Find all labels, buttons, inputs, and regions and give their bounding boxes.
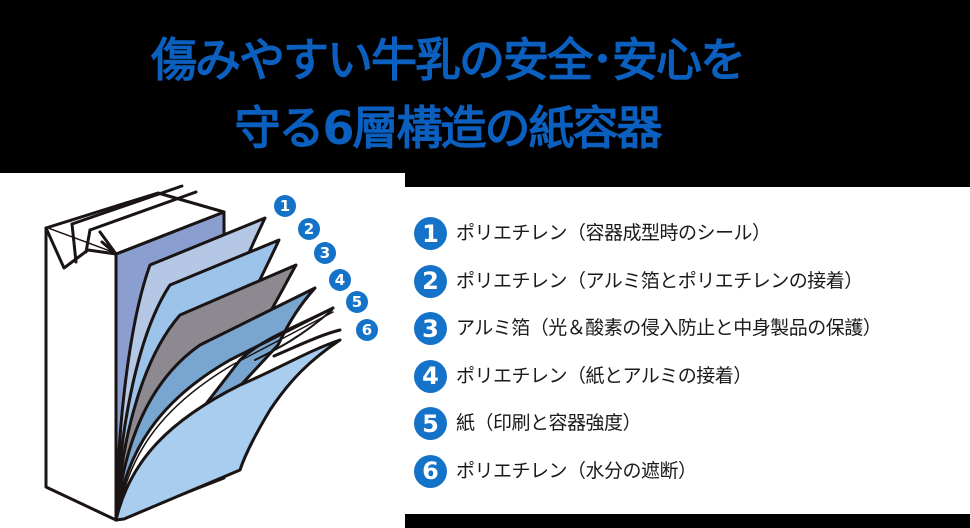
- legend-text-4: ポリエチレン（紙とアルミの接着）: [456, 364, 752, 387]
- carton-front-face: [44, 226, 118, 522]
- legend-text-2: ポリエチレン（アルミ箔とポリエチレンの接着）: [456, 269, 863, 292]
- layer-marker-6: 6: [356, 319, 378, 341]
- carton-top: [44, 191, 226, 256]
- layer-5-paper: [114, 306, 335, 522]
- legend-panel: [405, 187, 970, 514]
- legend-item-2: 2 ポリエチレン（アルミ箔とポリエチレンの接着）: [414, 264, 881, 313]
- legend-item-3: 3 アルミ箔（光＆酸素の侵入防止と中身製品の保護）: [414, 312, 882, 360]
- carton-layers-illustration: [44, 184, 342, 522]
- legend-item-4: 4 ポリエチレン（紙とアルミの接着）: [414, 359, 881, 408]
- layer-6: [114, 338, 342, 522]
- legend-text-6: ポリエチレン（水分の遮断）: [456, 459, 697, 482]
- title-line-2: 守る6層構造の紙容器: [234, 101, 662, 155]
- layer-legend: 1 ポリエチレン（容器成型時のシール） 2 ポリエチレン（アルミ箔とポリエチレン…: [414, 217, 882, 503]
- layer-marker-1: 1: [274, 195, 296, 217]
- layer-marker-3: 3: [314, 242, 336, 264]
- layer-marker-4: 4: [329, 269, 351, 291]
- legend-text-5: 紙（印刷と容器強度）: [456, 412, 642, 435]
- layer-marker-5: 5: [346, 291, 368, 313]
- number-badge-5: 5: [414, 407, 447, 441]
- number-badge-4: 4: [414, 359, 447, 393]
- legend-text-1: ポリエチレン（容器成型時のシール）: [456, 222, 771, 244]
- legend-item-1: 1 ポリエチレン（容器成型時のシール）: [414, 217, 881, 265]
- legend-text-3: アルミ箔（光＆酸素の侵入防止と中身製品の保護）: [456, 317, 882, 340]
- layer-marker-2: 2: [298, 218, 320, 240]
- legend-item-6: 6 ポリエチレン（水分の遮断）: [414, 454, 881, 503]
- number-badge-2: 2: [414, 264, 447, 298]
- number-badge-3: 3: [414, 312, 447, 346]
- legend-item-5: 5 紙（印刷と容器強度）: [414, 407, 881, 455]
- number-badge-1: 1: [414, 217, 447, 250]
- number-badge-6: 6: [414, 454, 447, 488]
- title-line-1: 傷みやすい牛乳の安全･安心を: [151, 33, 746, 87]
